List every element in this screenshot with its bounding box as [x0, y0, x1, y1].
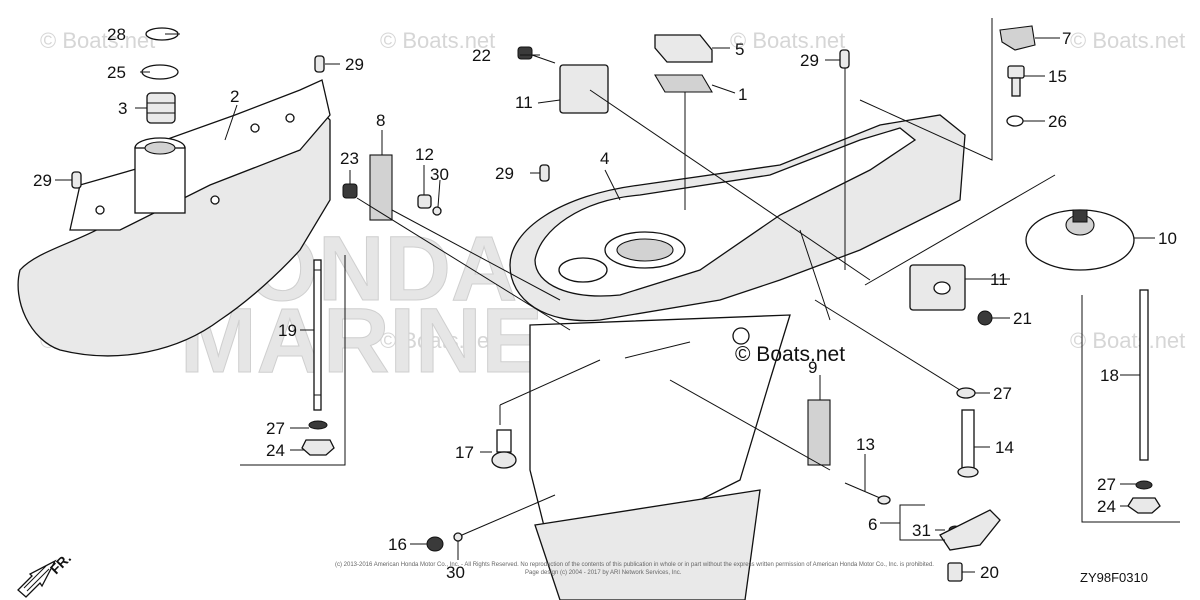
bolt-part-20: [947, 562, 963, 582]
washer-part-26: [1006, 115, 1024, 127]
callout-label: 8: [376, 111, 385, 130]
washer-part-30: [453, 532, 463, 542]
callout-label: 14: [995, 438, 1014, 457]
callout-label: 22: [472, 46, 491, 65]
watermark-text: © Boats.net: [1070, 28, 1185, 53]
boats-net-watermark: © Boats.net: [732, 327, 845, 366]
stud-bolt-part-18: [1139, 289, 1149, 461]
callout-label: 21: [1013, 309, 1032, 328]
callout-label: 24: [1097, 497, 1116, 516]
stud-bolt-part-19: [313, 259, 322, 411]
callout-label: 9: [808, 358, 817, 377]
washer-part-30: [432, 206, 442, 216]
center-watermark-text: © Boats.net: [735, 343, 845, 366]
callout-label: 10: [1158, 229, 1177, 248]
callout-label: 29: [345, 55, 364, 74]
callout-label: 11: [515, 93, 533, 112]
plate-part-5: [654, 34, 713, 63]
callout-label: 31: [912, 521, 931, 540]
watermark-text: © Boats.net: [380, 328, 495, 353]
callout-label: 5: [735, 40, 744, 59]
washer-part-27: [308, 420, 328, 430]
callout-label: 27: [993, 384, 1012, 403]
screw-part-13: [844, 482, 891, 505]
callout-label: 30: [446, 563, 465, 582]
callout-label: 29: [33, 171, 52, 190]
water-screen-part-9: [807, 399, 831, 466]
dowel-pin-part-29: [539, 164, 550, 182]
callout-label: 2: [230, 87, 239, 106]
dowel-pin-part-29: [314, 55, 325, 73]
nut-part-16: [426, 536, 444, 552]
bolt-part-17: [491, 429, 517, 469]
grommet-part-12: [417, 194, 432, 209]
copyright-line-1: (c) 2013-2016 American Honda Motor Co., …: [335, 562, 934, 568]
callout-label: 11: [990, 270, 1008, 289]
extension-case-part-2: [17, 79, 331, 357]
dowel-pin-part-29: [71, 171, 82, 189]
diagram-code: ZY98F0310: [1080, 570, 1148, 585]
callout-label: 27: [1097, 475, 1116, 494]
brand-watermark-line2: MARINE: [180, 290, 543, 392]
watermark-text: © Boats.net: [40, 28, 155, 53]
callout-label: 27: [266, 419, 285, 438]
leader-lines: [55, 18, 1155, 573]
nut-part-23: [342, 183, 358, 199]
watermark-text: © Boats.net: [730, 28, 845, 53]
callout-label: 25: [107, 63, 126, 82]
fr-label: FR.: [47, 550, 74, 577]
callout-label: 16: [388, 535, 407, 554]
plate-part-1: [654, 74, 713, 93]
callout-labels: 1 2 3 4 5 6 7 8 9 10 11 11 12 13 14 15 1…: [33, 25, 1177, 582]
cover-part-10: [1025, 209, 1135, 271]
callout-label: 19: [278, 321, 297, 340]
callout-label: 23: [340, 149, 359, 168]
callout-label: 15: [1048, 67, 1067, 86]
dowel-pin-part-29: [839, 49, 850, 69]
gear-case-part-4: [509, 114, 966, 600]
callout-label: 7: [1062, 29, 1071, 48]
callout-label: 13: [856, 435, 875, 454]
callout-label: 24: [266, 441, 285, 460]
watermark-text: © Boats.net: [380, 28, 495, 53]
callout-label: 20: [980, 563, 999, 582]
callout-label: 6: [868, 515, 877, 534]
callout-label: 18: [1100, 366, 1119, 385]
nut-part-24: [301, 439, 335, 456]
callout-label: 3: [118, 99, 127, 118]
bolt-part-14: [957, 409, 979, 478]
nut-part-24: [1127, 497, 1161, 514]
callout-label: 29: [495, 164, 514, 183]
bolt-part-22: [517, 46, 556, 64]
anode-block-part-11: [559, 64, 609, 114]
callout-label: 1: [738, 85, 747, 104]
callout-label: 29: [800, 51, 819, 70]
copyright-line-2: Page design (c) 2004 - 2017 by ARI Netwo…: [525, 570, 682, 576]
callout-label: 26: [1048, 112, 1067, 131]
callout-label: 12: [415, 145, 434, 164]
bolt-part-15: [1007, 65, 1025, 97]
water-screen-part-8: [369, 154, 393, 221]
cap-part-7: [999, 25, 1036, 51]
callout-label: 30: [430, 165, 449, 184]
washer-part-27: [1135, 480, 1153, 490]
watermark-text: © Boats.net: [1070, 328, 1185, 353]
callout-label: 28: [107, 25, 126, 44]
trim-tab-part-6: [939, 509, 1001, 551]
callout-label: 4: [600, 149, 609, 168]
callout-label: 17: [455, 443, 474, 462]
nut-part-21: [977, 310, 993, 326]
front-direction-arrow: FR.: [17, 550, 74, 598]
bearing-part-3: [146, 92, 176, 124]
